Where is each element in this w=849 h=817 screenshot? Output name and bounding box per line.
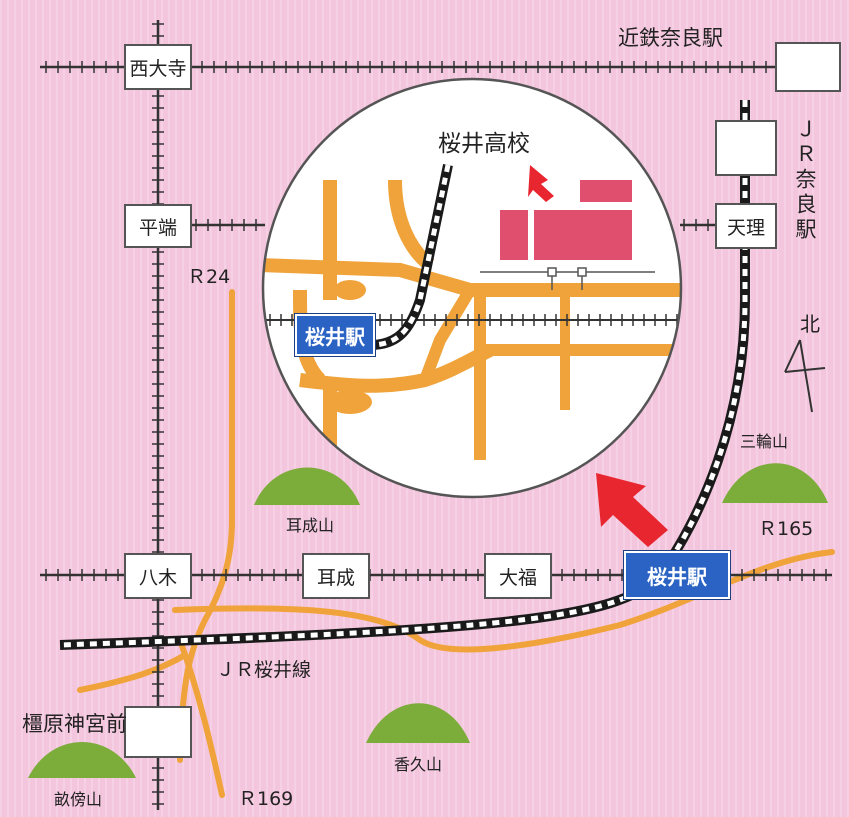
station-yagi[interactable]: 八木 <box>124 553 192 599</box>
compass-arrow <box>784 339 826 413</box>
inset-station-sakurai[interactable]: 桜井駅 <box>294 313 376 357</box>
station-heian[interactable]: 平端 <box>124 204 192 248</box>
mountain-miwa-label: 三輪山 <box>740 432 789 451</box>
station-kintetsu-nara-box[interactable] <box>775 42 841 92</box>
station-kashiharajingumae-box[interactable] <box>124 706 192 758</box>
mountains <box>28 463 828 778</box>
inset-roundabout-south <box>328 390 372 414</box>
main-roads <box>77 289 835 798</box>
road-r165 <box>172 549 835 653</box>
inset-jr-line <box>369 163 453 350</box>
station-kashiharajingumae-label: 橿原神宮前 <box>22 712 127 736</box>
inset-circle <box>261 77 683 499</box>
mountain-miminashi-label: 耳成山 <box>286 516 335 535</box>
mountain-miminashi-shape <box>254 467 360 505</box>
station-saidaiji[interactable]: 西大寺 <box>124 44 192 90</box>
road-r165-label: Ｒ165 <box>758 518 814 540</box>
mountain-miwa-shape <box>722 463 828 503</box>
compass-north-label: 北 <box>800 312 820 336</box>
station-miminashi[interactable]: 耳成 <box>302 553 370 599</box>
station-tenri[interactable]: 天理 <box>715 203 777 249</box>
station-ofuku[interactable]: 大福 <box>484 553 552 599</box>
inset-roundabout <box>334 280 366 300</box>
road-r169-label: Ｒ169 <box>238 788 294 810</box>
red-arrow <box>596 473 668 547</box>
mountain-unebi-shape <box>28 742 136 778</box>
mountain-unebi-label: 畝傍山 <box>54 790 103 809</box>
road-southwest <box>77 652 188 693</box>
school-name: 桜井高校 <box>438 131 530 157</box>
mountain-kagu-shape <box>366 703 470 743</box>
jr-sakurai-line-label: ＪＲ桜井線 <box>216 659 312 681</box>
school-buildings <box>500 180 632 260</box>
station-jr-nara-label: ＪＲ奈良駅 <box>793 118 817 243</box>
road-r24 <box>177 289 235 763</box>
school-pointer-arrow <box>528 165 554 202</box>
station-jr-nara-box[interactable] <box>715 120 777 176</box>
school-fence <box>480 267 655 290</box>
station-sakurai[interactable]: 桜井駅 <box>623 550 731 600</box>
mountain-kagu-label: 香久山 <box>394 755 443 774</box>
road-r24-label: Ｒ24 <box>187 266 231 288</box>
station-kintetsu-nara-label: 近鉄奈良駅 <box>618 26 723 50</box>
